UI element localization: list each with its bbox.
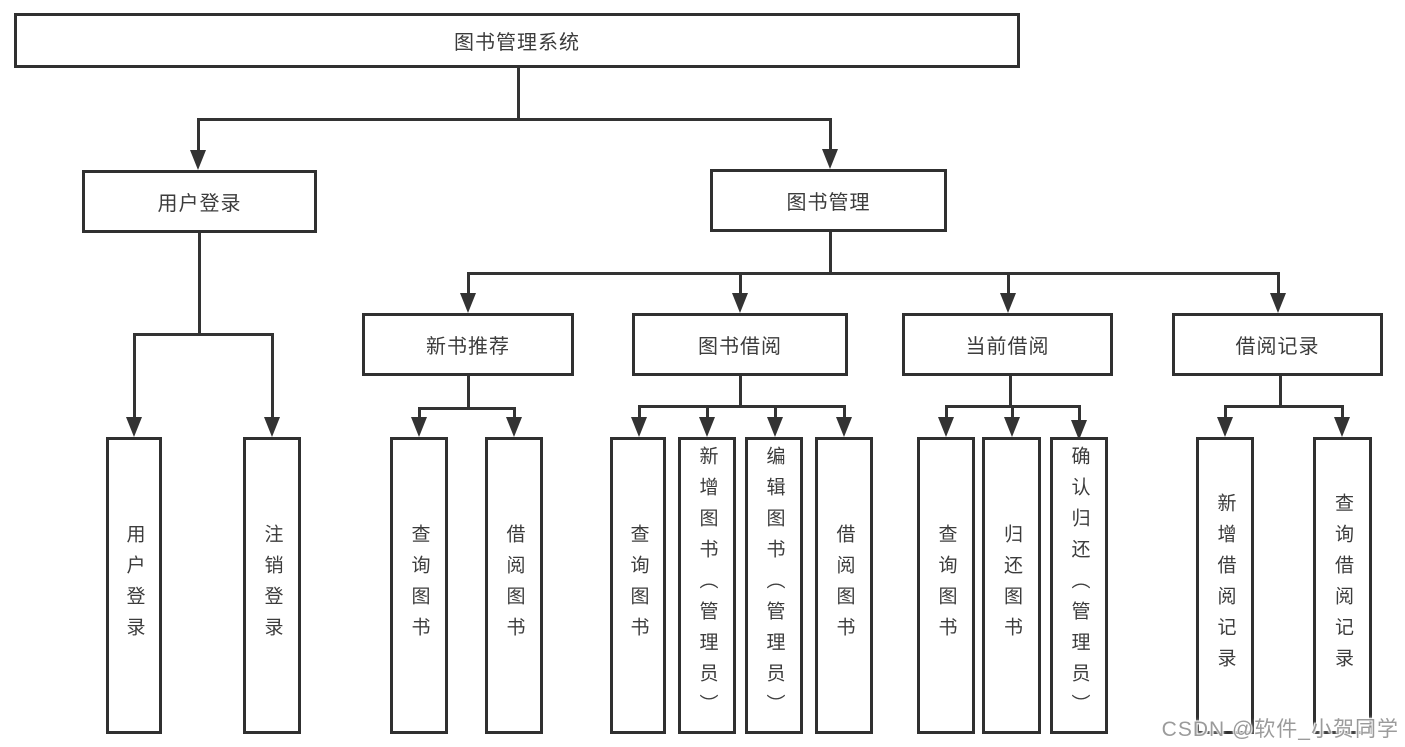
- connector-stem-user-login: [197, 233, 201, 336]
- arrow-shaft-borrowing-records: [1340, 405, 1344, 417]
- connector-rail-borrowing-records: [1223, 405, 1344, 408]
- connector-stem-book-borrowing: [738, 376, 742, 408]
- node-label-borrowing-records: 借阅记录: [1235, 336, 1320, 358]
- node-leaf-br-query-record: 查询借阅记录: [1313, 437, 1372, 734]
- node-label-leaf-br-query-record: 查询借阅记录: [1332, 492, 1353, 679]
- node-leaf-cb-query-books: 查询图书: [917, 437, 975, 734]
- node-label-leaf-nbr-query-books: 查询图书: [408, 523, 430, 648]
- connector-rail-user-login: [132, 333, 274, 336]
- connector-stem-current-borrowing: [1008, 376, 1012, 408]
- connector-rail-new-book-recommend: [417, 407, 516, 410]
- node-leaf-bb-edit-books-admin: 编辑图书（管理员）: [745, 437, 803, 734]
- arrowhead-down-icon: [938, 417, 954, 437]
- arrow-shaft-root: [828, 118, 832, 149]
- node-label-leaf-cb-confirm-return-admin: 确认归还（管理员）: [1068, 446, 1090, 725]
- arrow-shaft-book-borrowing: [773, 405, 777, 417]
- arrowhead-down-icon: [506, 417, 522, 437]
- node-label-leaf-br-add-record: 新增借阅记录: [1214, 492, 1236, 679]
- node-book-management: 图书管理: [710, 169, 947, 232]
- node-leaf-nbr-borrow-books: 借阅图书: [485, 437, 543, 734]
- node-label-leaf-bb-edit-books-admin: 编辑图书（管理员）: [763, 446, 785, 725]
- node-leaf-bb-query-books: 查询图书: [610, 437, 666, 734]
- arrow-shaft-book-management: [1276, 272, 1280, 293]
- arrow-shaft-book-borrowing: [705, 405, 709, 417]
- node-leaf-bb-add-books-admin: 新增图书（管理员）: [678, 437, 736, 734]
- arrow-shaft-new-book-recommend: [512, 407, 516, 417]
- arrow-shaft-book-borrowing: [637, 405, 641, 417]
- arrow-shaft-borrowing-records: [1223, 405, 1227, 417]
- node-borrowing-records: 借阅记录: [1172, 313, 1383, 376]
- arrowhead-down-icon: [411, 417, 427, 437]
- csdn-watermark: CSDN @软件_小贺同学: [1161, 718, 1399, 741]
- node-label-leaf-nbr-borrow-books: 借阅图书: [503, 523, 525, 648]
- node-current-borrowing: 当前借阅: [902, 313, 1113, 376]
- arrowhead-down-icon: [264, 417, 280, 437]
- arrow-shaft-user-login: [132, 333, 136, 417]
- node-leaf-br-add-record: 新增借阅记录: [1196, 437, 1254, 734]
- arrowhead-down-icon: [732, 293, 748, 313]
- arrowhead-down-icon: [1334, 417, 1350, 437]
- arrowhead-down-icon: [836, 417, 852, 437]
- connector-rail-root: [196, 118, 832, 121]
- node-label-current-borrowing: 当前借阅: [965, 336, 1050, 358]
- node-label-user-login: 用户登录: [157, 193, 242, 215]
- connector-stem-new-book-recommend: [466, 376, 470, 410]
- arrow-shaft-current-borrowing: [944, 405, 948, 417]
- arrowhead-down-icon: [767, 417, 783, 437]
- arrow-shaft-current-borrowing: [1010, 405, 1014, 417]
- arrow-shaft-book-management: [738, 272, 742, 293]
- connector-stem-root: [516, 68, 520, 121]
- node-label-leaf-cb-query-books: 查询图书: [935, 523, 957, 648]
- node-leaf-cb-confirm-return-admin: 确认归还（管理员）: [1050, 437, 1108, 734]
- node-leaf-user-login: 用户登录: [106, 437, 162, 734]
- node-label-leaf-logout: 注销登录: [261, 523, 283, 648]
- node-label-book-management: 图书管理: [786, 192, 871, 214]
- node-user-login: 用户登录: [82, 170, 317, 233]
- node-label-leaf-bb-borrow-books: 借阅图书: [833, 523, 855, 648]
- node-root: 图书管理系统: [14, 13, 1020, 68]
- node-label-leaf-user-login: 用户登录: [123, 523, 145, 648]
- arrowhead-down-icon: [190, 150, 206, 170]
- node-leaf-nbr-query-books: 查询图书: [390, 437, 448, 734]
- arrowhead-down-icon: [822, 149, 838, 169]
- arrowhead-down-icon: [699, 417, 715, 437]
- arrowhead-down-icon: [1004, 417, 1020, 437]
- node-leaf-bb-borrow-books: 借阅图书: [815, 437, 873, 734]
- arrow-shaft-user-login: [270, 333, 274, 417]
- node-label-leaf-bb-add-books-admin: 新增图书（管理员）: [696, 446, 718, 725]
- arrow-shaft-book-management: [1006, 272, 1010, 293]
- node-label-leaf-cb-return-books: 归还图书: [1001, 523, 1022, 648]
- node-label-book-borrowing: 图书借阅: [698, 336, 782, 358]
- arrowhead-down-icon: [631, 417, 647, 437]
- arrowhead-down-icon: [460, 293, 476, 313]
- arrowhead-down-icon: [1071, 420, 1087, 440]
- arrow-shaft-root: [196, 118, 200, 150]
- arrow-shaft-book-management: [466, 272, 470, 293]
- node-label-leaf-bb-query-books: 查询图书: [627, 523, 649, 648]
- arrowhead-down-icon: [1000, 293, 1016, 313]
- arrowhead-down-icon: [126, 417, 142, 437]
- node-label-root: 图书管理系统: [454, 32, 580, 54]
- connector-stem-book-management: [828, 232, 832, 275]
- connector-stem-borrowing-records: [1278, 376, 1282, 408]
- arrow-shaft-book-borrowing: [842, 405, 846, 417]
- arrowhead-down-icon: [1217, 417, 1233, 437]
- node-label-new-book-recommend: 新书推荐: [426, 336, 510, 358]
- connector-rail-book-borrowing: [637, 405, 846, 408]
- arrow-shaft-current-borrowing: [1077, 405, 1081, 420]
- node-book-borrowing: 图书借阅: [632, 313, 848, 376]
- node-leaf-logout: 注销登录: [243, 437, 301, 734]
- arrow-shaft-new-book-recommend: [417, 407, 421, 417]
- node-leaf-cb-return-books: 归还图书: [982, 437, 1041, 734]
- connector-rail-book-management: [466, 272, 1280, 275]
- node-new-book-recommend: 新书推荐: [362, 313, 574, 376]
- arrowhead-down-icon: [1270, 293, 1286, 313]
